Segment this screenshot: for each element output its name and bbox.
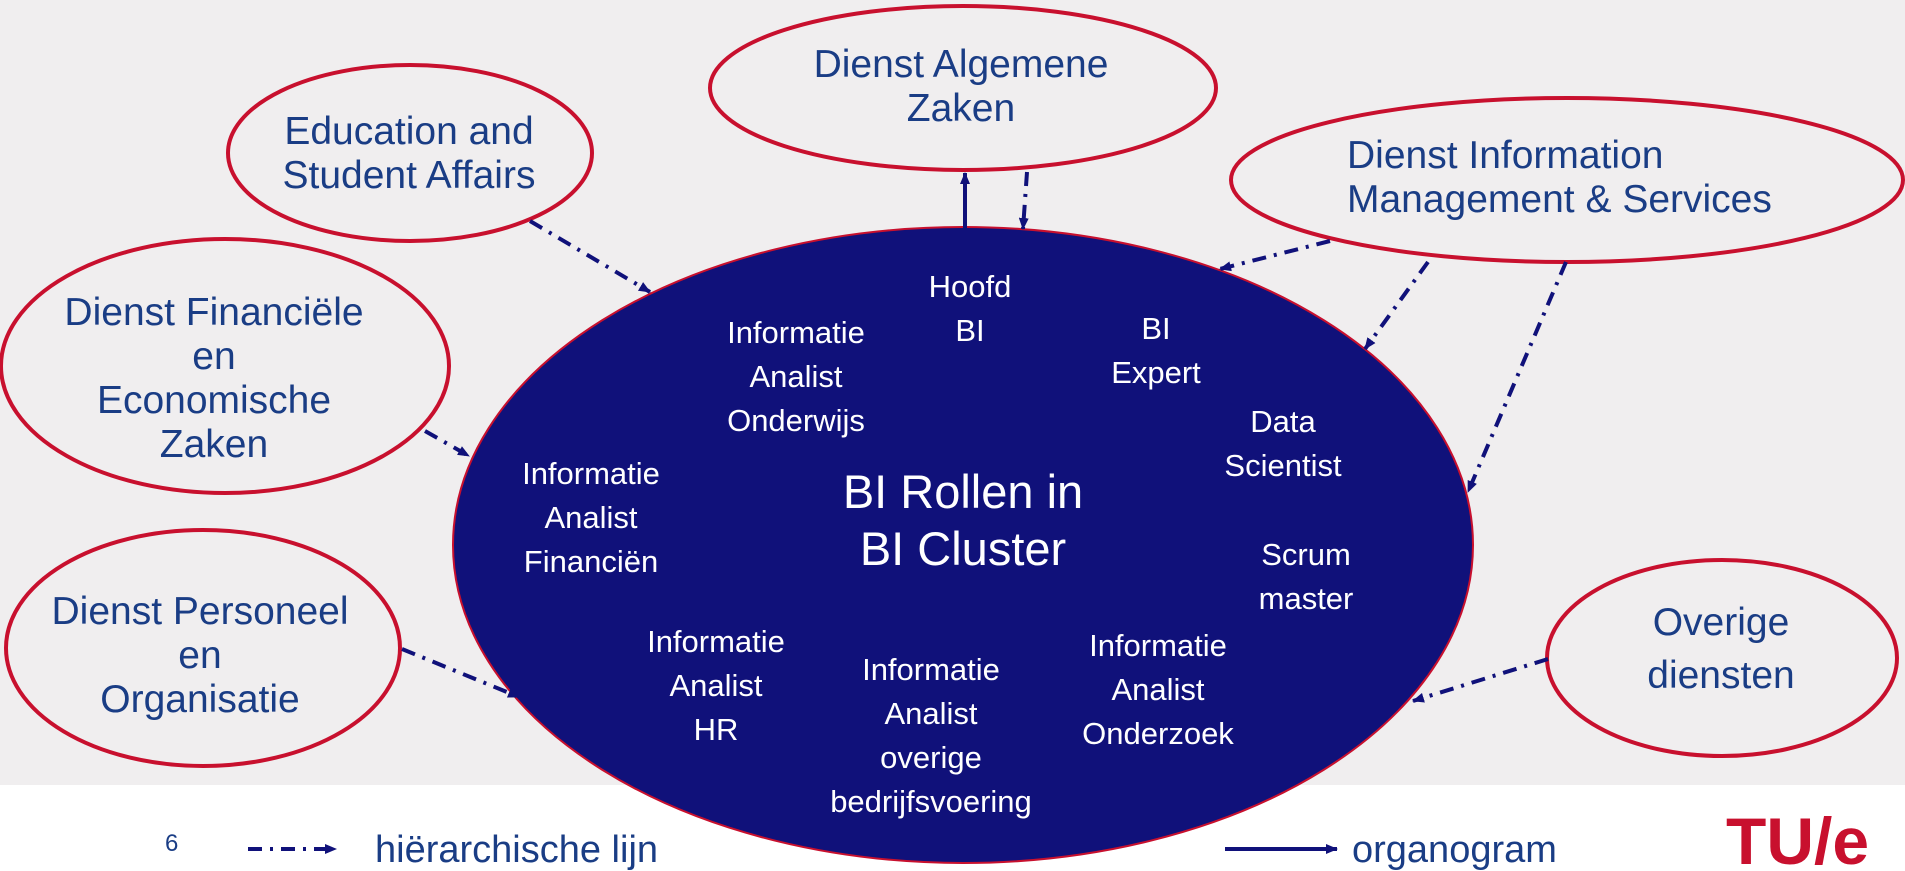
label-dienst-financiele-economische-zaken-line: Dienst Financiële (64, 291, 363, 334)
role-informatie-analist-onderwijs-line: Informatie (727, 315, 865, 350)
label-dienst-personeel-organisatie-line: en (178, 634, 221, 677)
role-informatie-analist-onderzoek-line: Analist (1111, 672, 1204, 707)
role-informatie-analist-onderwijs-line: Analist (749, 359, 842, 394)
ellipse-dienst-financiele-economische-zaken (0, 237, 451, 495)
hierarchy-arrow-from-information-management-1 (1219, 239, 1331, 272)
role-bi-expert-line: BI (1141, 311, 1170, 346)
role-informatie-analist-onderwijs-line: Onderwijs (727, 403, 865, 438)
role-informatie-analist-overige-line: Analist (884, 696, 977, 731)
label-dienst-personeel-organisatie-line: Organisatie (100, 678, 299, 721)
tue-logo: TU/e (1726, 804, 1869, 871)
role-informatie-analist-financien-line: Financiën (524, 544, 658, 579)
role-informatie-analist-financien-line: Analist (544, 500, 637, 535)
ellipse-dienst-information-management (1229, 96, 1905, 264)
role-bi-expert: BI Expert (1111, 311, 1201, 390)
hierarchy-arrow-from-information-management-2 (1363, 260, 1430, 351)
ellipse-education-student-affairs (226, 63, 594, 243)
label-dienst-financiele-economische-zaken-line: Zaken (160, 423, 268, 466)
label-dienst-financiele-economische-zaken-line: Economische (97, 379, 331, 422)
role-informatie-analist-overige-line: bedrijfsvoering (830, 784, 1032, 819)
label-dienst-information-management-line: Management & Services (1347, 178, 1772, 221)
legend-hierarchy-label: hiërarchische lijn (375, 829, 658, 871)
label-dienst-financiele-economische-zaken-line: en (192, 335, 235, 378)
label-dienst-personeel-organisatie-line: Dienst Personeel (52, 590, 349, 633)
ellipse-dienst-personeel-organisatie (4, 528, 402, 768)
role-data-scientist-line: Scientist (1224, 448, 1342, 483)
label-overige-diensten-line: Overige (1653, 601, 1790, 644)
center-title-line: BI Rollen in (843, 465, 1083, 518)
role-scrum-master-line: Scrum (1261, 537, 1351, 572)
legend-organogram-label: organogram (1352, 829, 1557, 871)
role-hoofd-bi-line: Hoofd (929, 269, 1012, 304)
hierarchy-arrow-from-information-management-3 (1466, 261, 1568, 493)
role-informatie-analist-hr-line: HR (694, 712, 739, 747)
label-dienst-algemene-zaken-line: Dienst Algemene (814, 43, 1109, 86)
role-scrum-master: Scrum master (1259, 537, 1354, 616)
ellipse-dienst-algemene-zaken (708, 4, 1218, 172)
label-dienst-algemene-zaken-line: Zaken (907, 87, 1015, 130)
label-overige-diensten-line: diensten (1647, 654, 1794, 697)
hierarchy-arrow-from-personeel (401, 647, 520, 699)
role-bi-expert-line: Expert (1111, 355, 1201, 390)
hierarchy-arrow-from-algemene-zaken (1018, 171, 1029, 230)
role-informatie-analist-overige-line: Informatie (862, 652, 1000, 687)
role-informatie-analist-onderzoek-line: Onderzoek (1082, 716, 1234, 751)
role-informatie-analist-hr-line: Analist (669, 668, 762, 703)
role-hoofd-bi-line: BI (955, 313, 984, 348)
role-informatie-analist-hr-line: Informatie (647, 624, 785, 659)
hierarchy-arrow-from-education (528, 219, 652, 294)
hierarchy-arrow-from-overige-diensten (1412, 657, 1549, 703)
label-overige-diensten: Overige diensten (1647, 601, 1794, 697)
center-title-line: BI Cluster (860, 522, 1066, 575)
label-education-student-affairs-line: Student Affairs (283, 154, 536, 197)
role-informatie-analist-onderzoek-line: Informatie (1089, 628, 1227, 663)
role-informatie-analist-financien-line: Informatie (522, 456, 660, 491)
hierarchy-arrow-from-financiele-zaken (424, 429, 470, 458)
role-scrum-master-line: master (1259, 581, 1354, 616)
page-number: 6 (165, 830, 178, 857)
role-informatie-analist-overige-line: overige (880, 740, 982, 775)
role-data-scientist-line: Data (1250, 404, 1316, 439)
label-education-student-affairs-line: Education and (284, 110, 533, 153)
label-dienst-information-management-line: Dienst Information (1347, 134, 1663, 177)
